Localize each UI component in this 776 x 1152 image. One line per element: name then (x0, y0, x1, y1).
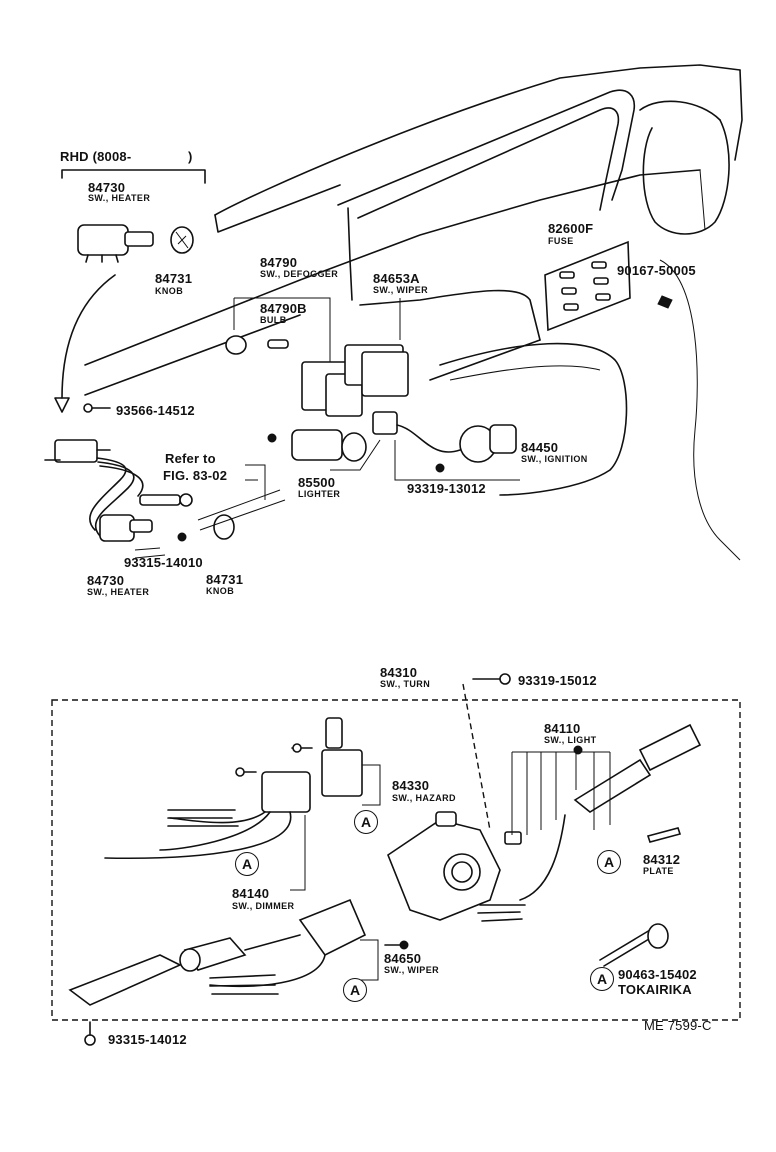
part-number-84731-top: 84731 (155, 271, 193, 286)
part-number-90463-15402: 90463-15402 (618, 967, 697, 982)
wiper-switch-bottom-illustration (68, 898, 409, 1006)
part-number-85500: 85500 (298, 475, 336, 490)
assembly-arrow (54, 274, 116, 413)
part-number-93319-15012: 93319-15012 (518, 673, 597, 688)
rhd-note-close: ) (188, 149, 193, 164)
rhd-bracket (61, 169, 206, 184)
callout-a-dimmer: A (235, 852, 259, 876)
cable-tie-illustration (599, 923, 669, 967)
combination-switch-boundary (51, 699, 741, 1021)
part-name-84310: SW., TURN (380, 679, 431, 689)
part-number-84310: 84310 (380, 665, 418, 680)
part-number-84140: 84140 (232, 886, 270, 901)
wiper-switch-top-illustration (344, 298, 409, 397)
part-name-85500: LIGHTER (298, 489, 341, 499)
part-name-82600F: FUSE (548, 236, 574, 246)
part-name-84450: SW., IGNITION (521, 454, 588, 464)
part-name-84312: PLATE (643, 866, 674, 876)
part-number-84110: 84110 (544, 721, 581, 736)
ignition-switch-illustration (372, 411, 520, 481)
turn-switch-leader (462, 683, 491, 831)
figure-code: ME 7599-C (644, 1018, 712, 1033)
part-number-84731-bottom: 84731 (206, 572, 244, 587)
callout-a-light: A (597, 850, 621, 874)
part-name-84730-top: SW., HEATER (88, 193, 151, 203)
part-number-90167-50005: 90167-50005 (617, 263, 696, 278)
dashboard-outline (84, 64, 743, 561)
part-number-93319-13012: 93319-13012 (407, 481, 486, 496)
part-name-84653A: SW., WIPER (373, 285, 429, 295)
part-number-82600F: 82600F (548, 221, 594, 236)
part-name-84730-bottom: SW., HEATER (87, 587, 150, 597)
screw-93319-15012 (472, 673, 511, 685)
reference-line-1: Refer to (165, 451, 216, 466)
part-name-84330: SW., HAZARD (392, 793, 456, 803)
part-name-90463-15402: TOKAIRIKA (618, 982, 692, 997)
screw-93315-14012 (84, 1021, 96, 1046)
light-switch-illustration (477, 723, 702, 922)
part-number-84312: 84312 (643, 852, 681, 867)
part-name-84110: SW., LIGHT (544, 735, 597, 745)
part-number-93566-14512: 93566-14512 (116, 403, 195, 418)
part-name-84731-bottom: KNOB (206, 586, 235, 596)
part-number-84450: 84450 (521, 440, 559, 455)
part-name-84650: SW., WIPER (384, 965, 440, 975)
part-number-84790: 84790 (260, 255, 298, 270)
part-number-93315-14012: 93315-14012 (108, 1032, 187, 1047)
part-name-84140: SW., DIMMER (232, 901, 295, 911)
hazard-switch-illustration (235, 717, 381, 806)
part-name-84790B: BULB (260, 315, 287, 325)
part-number-84790B: 84790B (260, 301, 307, 316)
lighter-illustration (267, 429, 381, 471)
heater-switch-top-illustration (77, 224, 194, 263)
heater-switch-bottom-illustration (44, 439, 286, 559)
part-number-84730-top: 84730 (88, 180, 126, 195)
callout-a-wiper: A (343, 978, 367, 1002)
part-number-84653A: 84653A (373, 271, 420, 286)
turn-switch-illustration (387, 811, 522, 921)
callout-a-tokairika: A (590, 967, 614, 991)
plate-illustration (646, 827, 682, 843)
part-number-84650: 84650 (384, 951, 422, 966)
fuse-block-illustration (544, 240, 673, 332)
part-number-93315-14010: 93315-14010 (124, 555, 203, 570)
callout-a-hazard: A (354, 810, 378, 834)
reference-line-2: FIG. 83-02 (163, 468, 228, 483)
part-name-84731-top: KNOB (155, 286, 184, 296)
dimmer-switch-illustration (104, 771, 311, 891)
part-name-84790: SW., DEFOGGER (260, 269, 339, 279)
part-number-84730-bottom: 84730 (87, 573, 125, 588)
screw-93566 (83, 403, 111, 413)
part-number-84330: 84330 (392, 778, 430, 793)
rhd-note: RHD (8008- (60, 149, 132, 164)
